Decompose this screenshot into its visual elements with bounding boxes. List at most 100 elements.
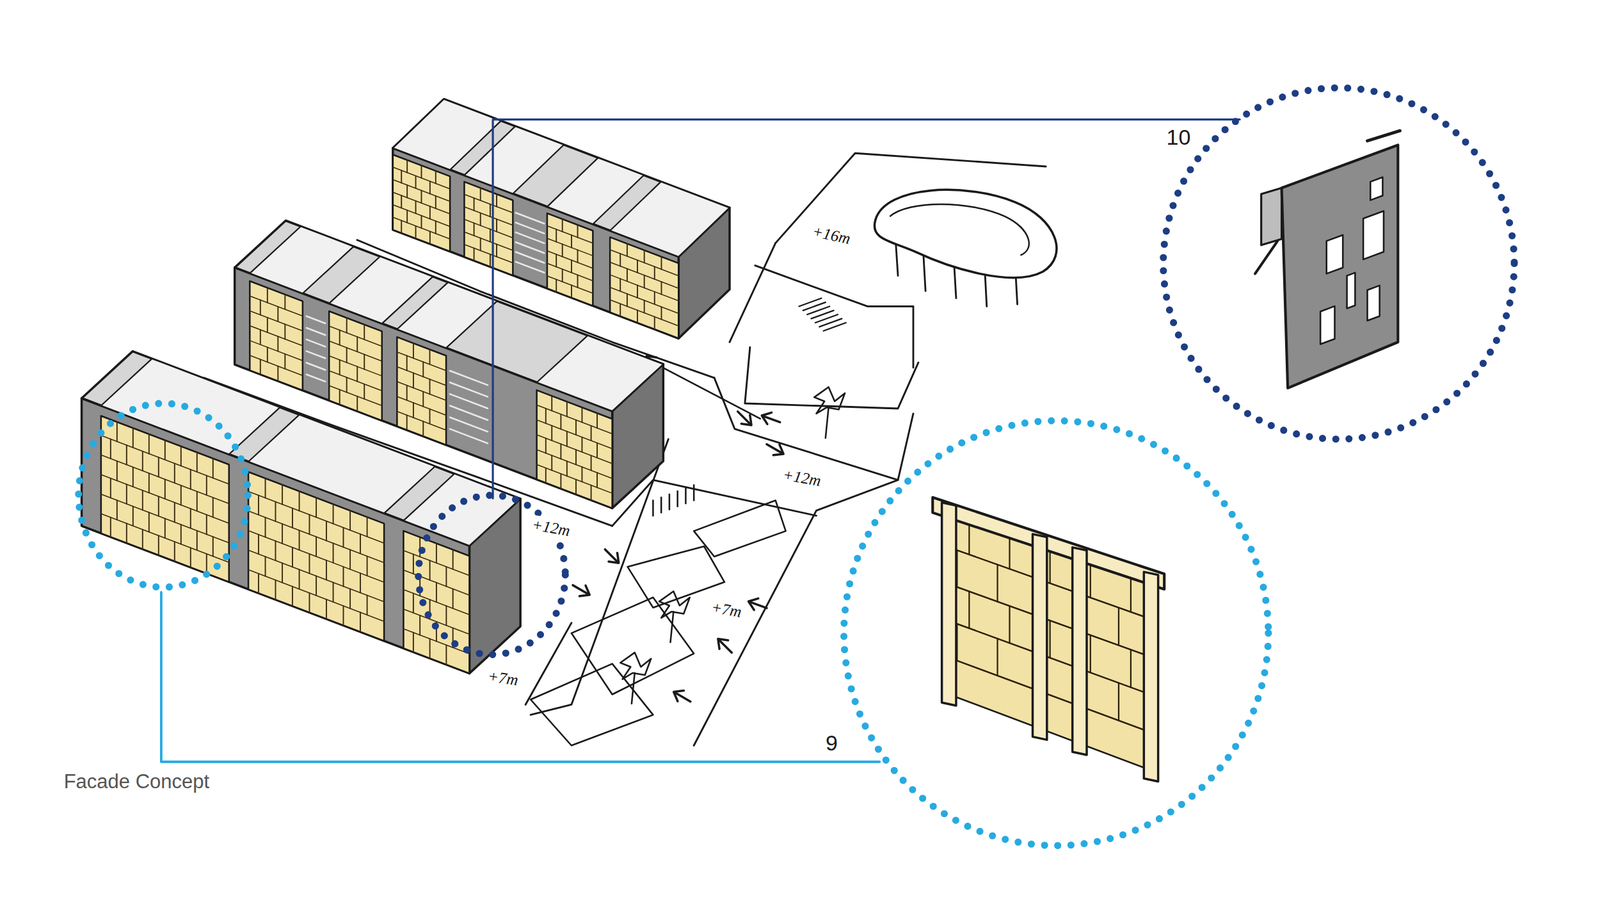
panel-mullion — [298, 529, 301, 550]
facade-panel — [328, 311, 383, 421]
pavilion-roof-edge — [889, 204, 1030, 256]
facade-panel — [101, 415, 230, 582]
panel-mullion — [281, 523, 283, 544]
arrow-head — [579, 584, 593, 600]
panel-mullion — [429, 231, 431, 244]
tree-symbol — [659, 590, 690, 642]
panel-joint — [328, 385, 383, 406]
panel-mullion — [661, 281, 663, 295]
panel-mullion — [581, 437, 583, 452]
flow-arrow — [713, 634, 736, 657]
arrow-head — [746, 595, 759, 610]
panel-mullion — [339, 389, 341, 404]
panel-mullion — [284, 353, 286, 369]
panel-mullion — [363, 384, 365, 399]
tree-symbol — [620, 652, 651, 704]
panel-mullion — [257, 495, 260, 516]
panel-mullion — [575, 449, 577, 464]
panel-mullion — [206, 475, 208, 496]
facade-panel — [403, 530, 470, 674]
panel-mullion — [196, 530, 198, 551]
flow-line — [652, 362, 760, 419]
panel-mullion — [298, 490, 301, 511]
solid-wall — [1281, 144, 1399, 388]
panel-mullion — [496, 193, 498, 207]
panel-mullion — [429, 638, 431, 659]
facade-panel — [396, 336, 447, 445]
panel-mullion — [349, 510, 351, 530]
panel-mullion — [415, 225, 417, 239]
balcony-slat — [306, 327, 326, 335]
panel-joint — [328, 325, 383, 346]
callout-ring — [78, 403, 249, 587]
panel-joint — [101, 513, 230, 562]
panel-mullion — [126, 444, 128, 465]
panel-mullion — [415, 200, 417, 214]
panel-mullion — [1130, 574, 1132, 612]
callouts — [78, 87, 1515, 845]
panel-joint — [949, 620, 1152, 695]
panel-mullion — [561, 268, 564, 282]
panel-mullion — [480, 188, 482, 201]
building-block — [81, 351, 521, 674]
panel-mullion — [212, 458, 214, 479]
parapet-line — [1367, 130, 1400, 141]
panel-mullion — [996, 564, 998, 602]
panel-mullion — [489, 204, 491, 217]
panel-mullion — [581, 407, 583, 422]
panel-mullion — [315, 576, 317, 596]
panel-mullion — [429, 560, 431, 580]
panel-mullion — [575, 479, 577, 495]
panel-mullion — [643, 250, 646, 264]
panel-joint — [396, 396, 447, 415]
panel-mullion — [561, 243, 564, 257]
balcony-slat — [449, 370, 488, 385]
panel-mullion — [412, 373, 415, 388]
bench-mark — [684, 487, 687, 504]
panel-mullion — [577, 274, 579, 288]
panel-joint — [396, 411, 447, 431]
panel-mullion — [275, 579, 277, 600]
balcony-slat — [306, 350, 326, 358]
panel-joint — [248, 510, 384, 563]
panel-mullion — [452, 588, 454, 609]
panel-mullion — [435, 220, 437, 234]
panel-mullion — [259, 299, 262, 315]
panel-mullion — [445, 605, 447, 626]
panel-joint — [249, 310, 303, 331]
panel-mullion — [332, 582, 335, 603]
panel-mullion — [356, 336, 358, 352]
arrow-shaft — [604, 549, 618, 562]
panel-mullion — [545, 408, 547, 424]
callout-number: 9 — [823, 730, 841, 756]
panel-mullion — [257, 573, 260, 594]
panel-mullion — [412, 554, 415, 575]
height-annotation: +7m — [484, 665, 523, 690]
panel-mullion — [406, 184, 408, 198]
panel-mullion — [363, 324, 365, 340]
arrow-head — [713, 634, 729, 649]
window — [1347, 272, 1356, 309]
panel-mullion — [654, 266, 656, 280]
panel-joint — [536, 419, 613, 449]
panel-mullion — [636, 284, 639, 298]
panel-joint — [609, 249, 679, 276]
balcony-slat — [515, 261, 545, 273]
panel-joint — [101, 435, 230, 484]
detail-circle — [844, 420, 1269, 845]
pavilion-column — [923, 255, 926, 292]
facade-panel — [609, 236, 679, 338]
panel-mullion — [545, 467, 547, 483]
pavilion-roof — [874, 189, 1057, 278]
panel-mullion — [435, 582, 438, 603]
panel-mullion — [480, 238, 482, 251]
panel-mullion — [421, 190, 423, 204]
balcony-slat — [449, 382, 488, 397]
tree-symbol — [814, 386, 845, 438]
panel-mullion — [339, 330, 341, 345]
panel-mullion — [257, 534, 260, 555]
panel-mullion — [275, 501, 277, 522]
panel-mullion — [366, 556, 368, 576]
panel-mullion — [356, 396, 358, 411]
wall-return — [1261, 187, 1282, 245]
